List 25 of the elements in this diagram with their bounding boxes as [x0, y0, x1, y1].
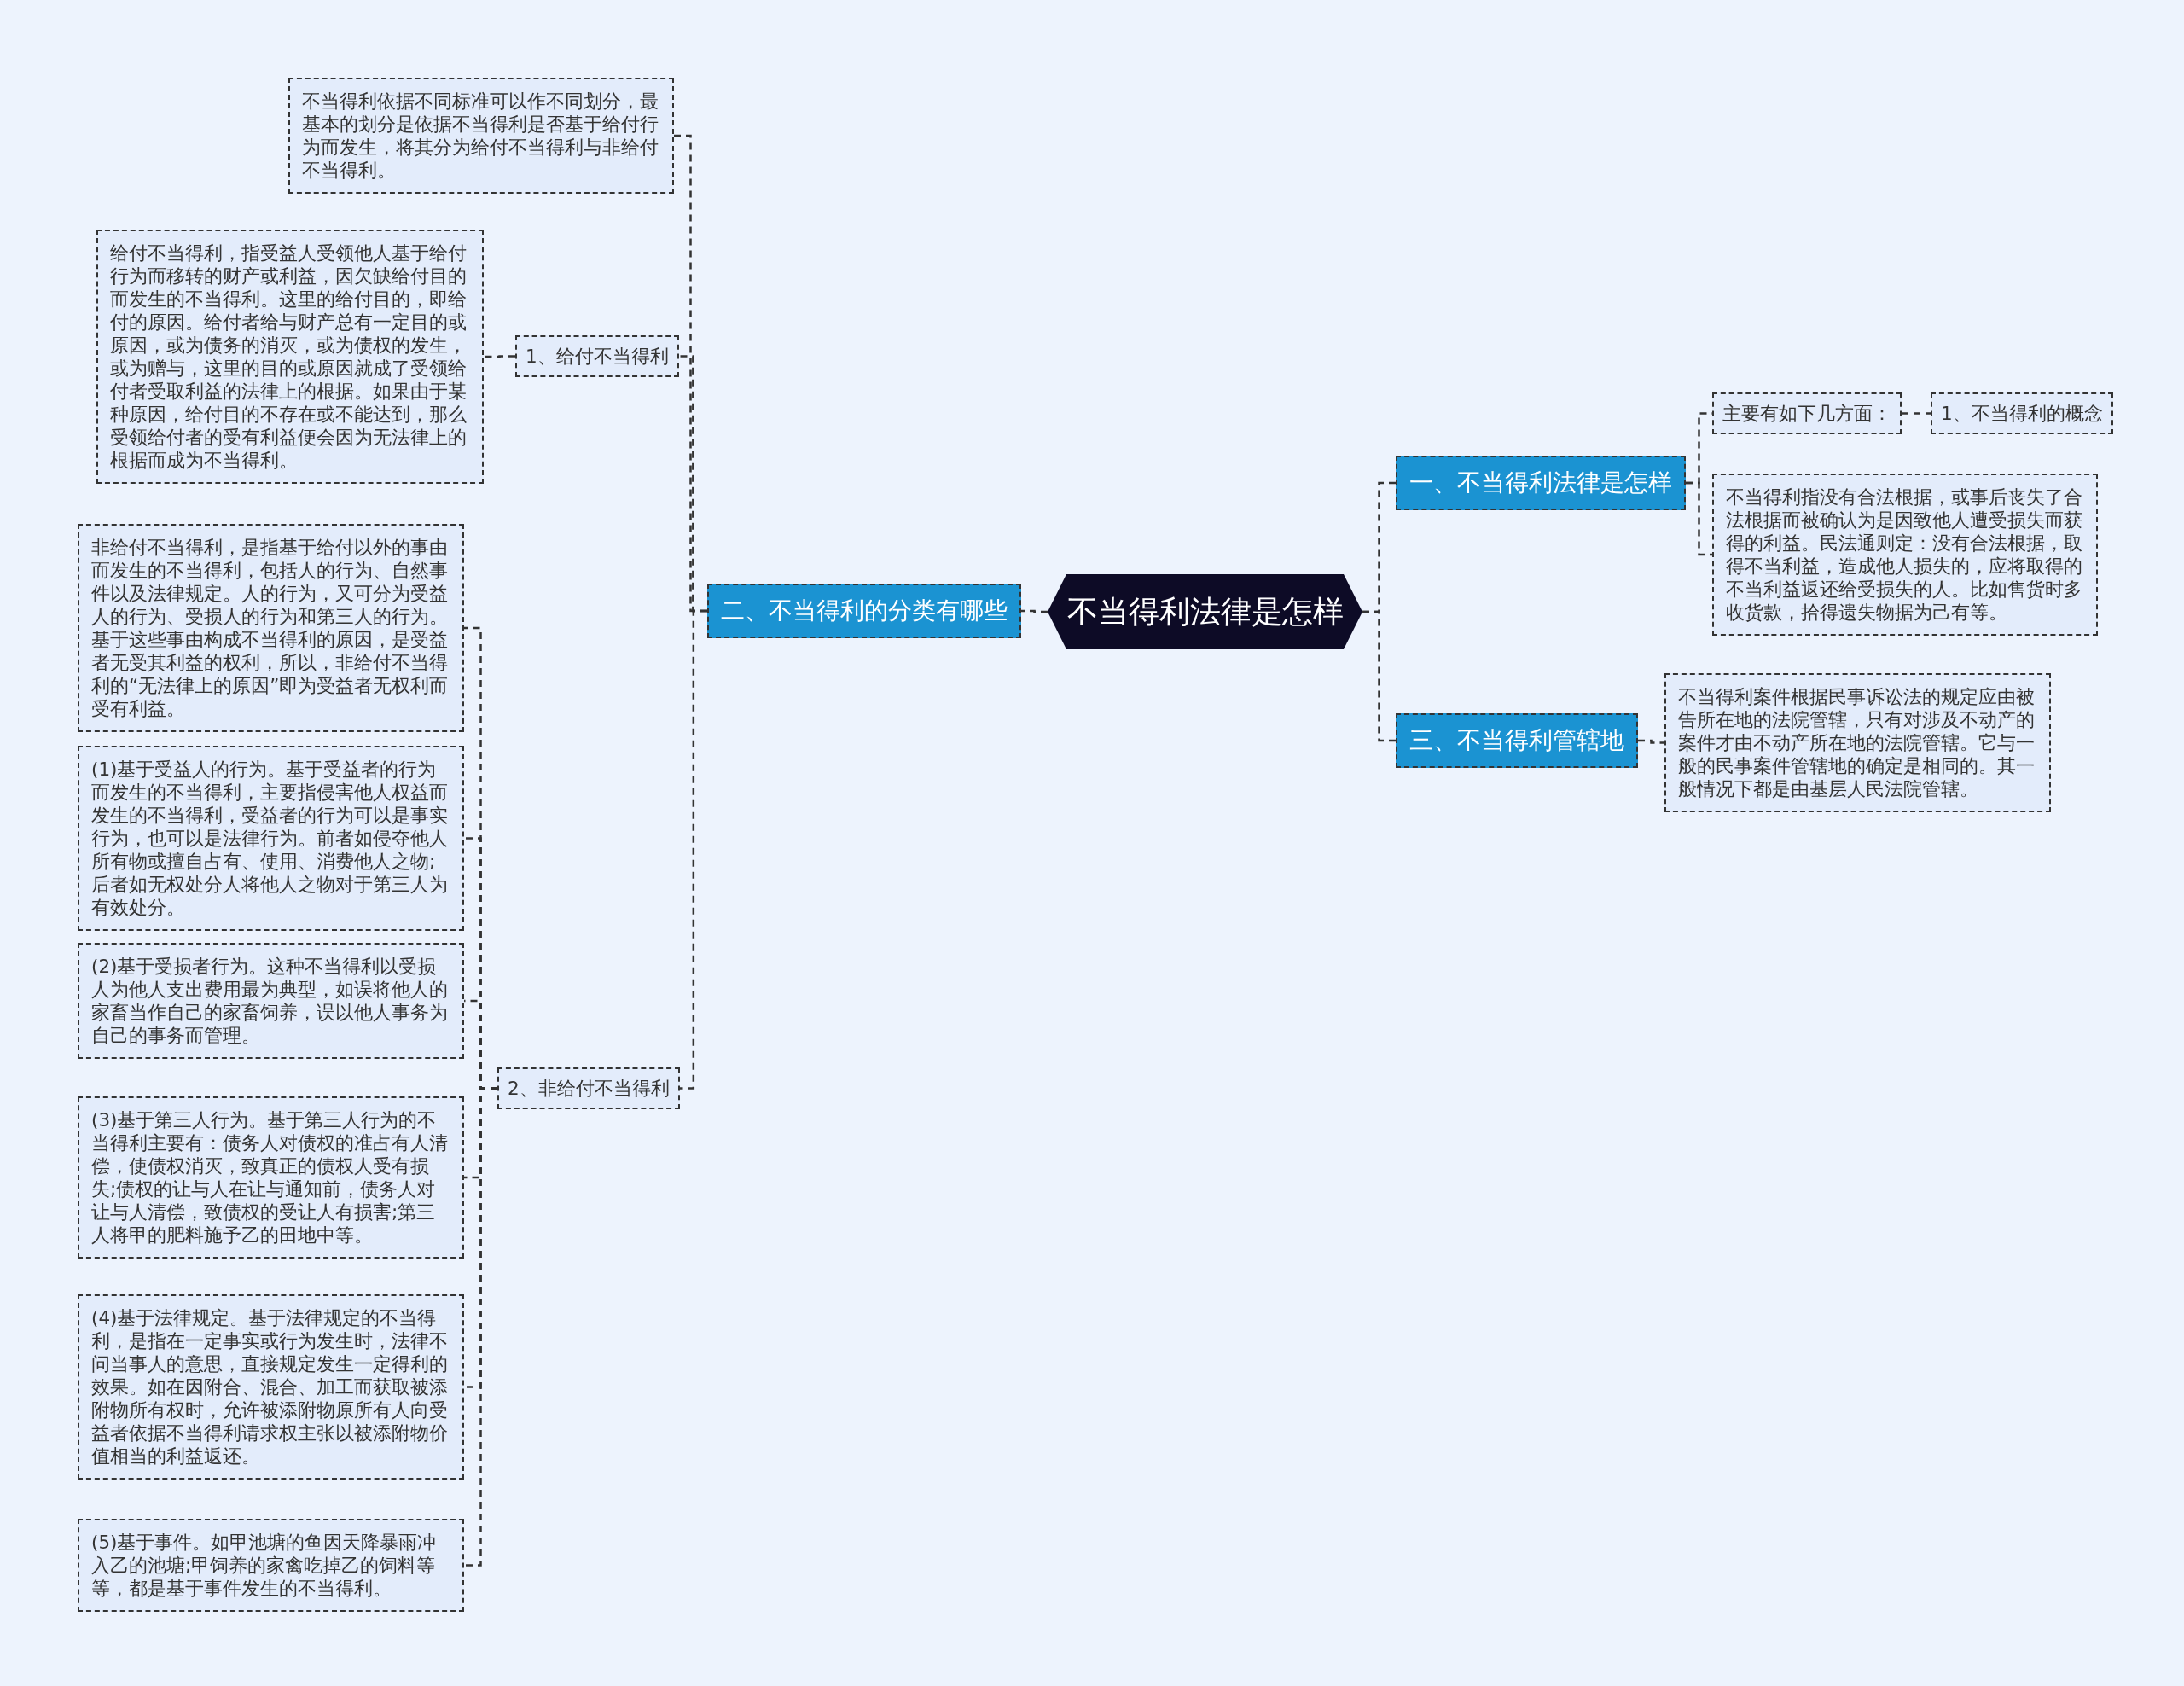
connector-line — [1362, 610, 1396, 742]
branch-box: 一、不当得利法律是怎样 — [1396, 456, 1686, 510]
connector-line — [679, 609, 707, 1090]
connector-line — [1902, 412, 1931, 415]
branch-box: 二、不当得利的分类有哪些 — [707, 584, 1021, 638]
label-box: 2、非给付不当得利 — [497, 1067, 680, 1109]
label-box: 1、给付不当得利 — [515, 335, 679, 377]
text-box: (4)基于法律规定。基于法律规定的不当得利，是指在一定事实或行为发生时，法律不问当事人的意思，直接规定发生一定得利的效果。如在因附合、混合、加工而获取被添附物所有权时，允许被添附物原所有人向受益者依据不当得利请求权主张以被添附物价值相当的利益返还。 — [78, 1294, 464, 1480]
text-box: 非给付不当得利，是指基于给付以外的事由而发生的不当得利，包括人的行为、自然事件以及法律规定。人的行为，又可分为受益人的行为、受损人的行为和第三人的行为。基于这些事由构成不当得利的原因，是受益者无受其利益的权利，所以，非给付不当得利的“无法律上的原因”即为受益者无权利而受有利益。 — [78, 524, 464, 732]
text-box: (5)基于事件。如甲池塘的鱼因天降暴雨冲入乙的池塘;甲饲养的家禽吃掉乙的饲料等等，都是基于事件发生的不当得利。 — [78, 1519, 464, 1612]
text-box: 不当得利指没有合法根据，或事后丧失了合法根据而被确认为是因致他人遭受损失而获得的利益。民法通则定：没有合法根据，取得不当利益，造成他人损失的，应将取得的不当利益返还给受损失的人。比如售货时多收货款，拾得遗失物据为己有等。 — [1712, 474, 2098, 636]
text-box: (1)基于受益人的行为。基于受益者的行为而发生的不当得利，主要指侵害他人权益而发生的不当得利，受益者的行为可以是事实行为，也可以是法律行为。前者如侵夺他人所有物或擅自占有、使用、消费他人之物;后者如无权处分人将他人之物对于第三人为有效处分。 — [78, 746, 464, 931]
connector-line — [1638, 739, 1664, 744]
text-box: 不当得利案件根据民事诉讼法的规定应由被告所在地的法院管辖，只有对涉及不动产的案件才由不动产所在地的法院管辖。它与一般的民事案件管辖地的确定是相同的。其一般情况下都是由基层人民法院管辖。 — [1664, 673, 2051, 812]
connector-line — [484, 355, 515, 358]
text-box: (3)基于第三人行为。基于第三人行为的不当得利主要有：债务人对债权的准占有人清偿，使债权消灭，致真正的债权人受有损失;债权的让与人在让与通知前，债务人对让与人清偿，致债权的受让人有损害;第三人将甲的肥料施予乙的田地中等。 — [78, 1096, 464, 1259]
branch-box: 三、不当得利管辖地 — [1396, 713, 1638, 768]
label-box: 主要有如下几方面： — [1712, 392, 1902, 434]
text-box: 不当得利依据不同标准可以作不同划分，最基本的划分是依据不当得利是否基于给付行为而发生，将其分为给付不当得利与非给付不当得利。 — [288, 78, 674, 194]
label-box: 1、不当得利的概念 — [1931, 392, 2113, 434]
text-box: (2)基于受损者行为。这种不当得利以受损人为他人支出费用最为典型，如误将他人的家畜当作自己的家畜饲养，误以他人事务为自己的事务而管理。 — [78, 943, 464, 1059]
connector-line — [1021, 609, 1048, 613]
text-box: 给付不当得利，指受益人受领他人基于给付行为而移转的财产或利益，因欠缺给付目的而发生的不当得利。这里的给付目的，即给付的原因。给付者给与财产总有一定目的或原因，或为债务的消灭，或为债权的发生，或为赠与，这里的目的或原因就成了受领给付者受取利益的法律上的根据。如果由于某种原因，给付目的不存在或不能达到，那么受领给付者的受有利益便会因为无法律上的根据而成为不当得利。 — [96, 230, 484, 484]
topic-hexagon: 不当得利法律是怎样 — [1048, 574, 1362, 649]
connector-line — [1686, 481, 1712, 556]
